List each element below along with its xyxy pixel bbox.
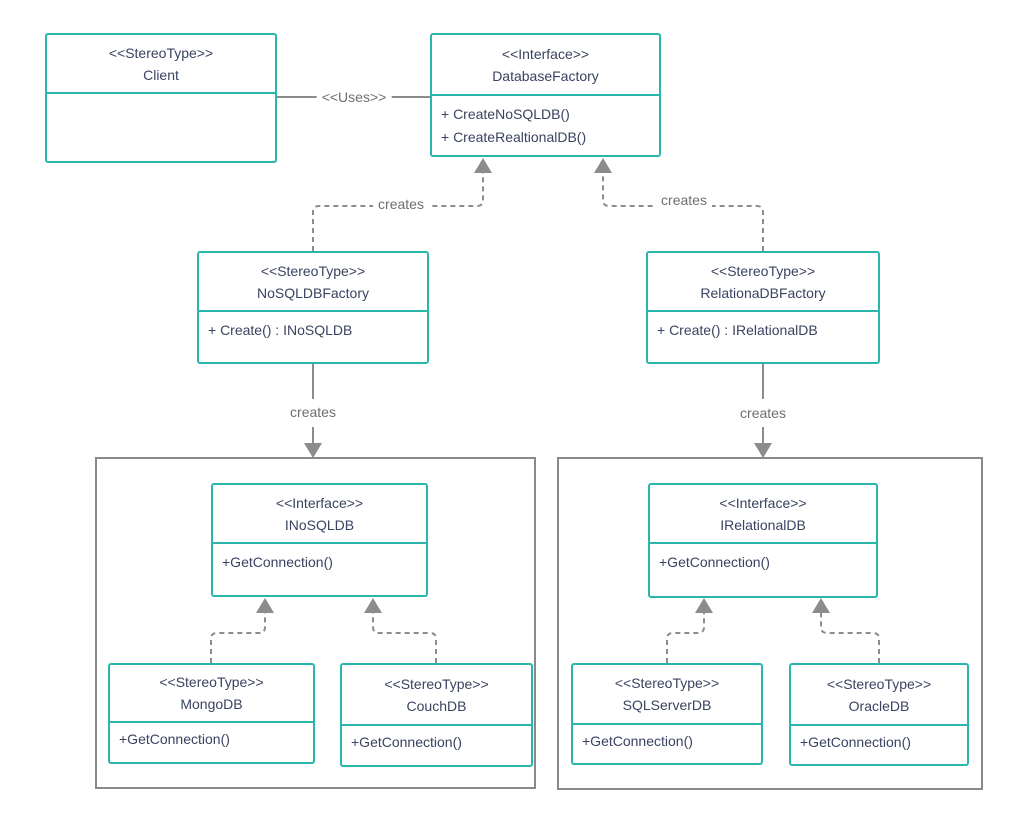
class-mongodb-title: <<StereoType>> MongoDB <box>110 665 313 723</box>
class-relationadbfactory: <<StereoType>> RelationaDBFactory + Crea… <box>646 251 880 364</box>
mongodb-stereotype: <<StereoType>> <box>159 674 264 690</box>
client-stereotype: <<StereoType>> <box>108 44 214 61</box>
class-mongodb-methods: +GetConnection() <box>110 723 313 758</box>
couchdb-name: CouchDB <box>406 697 467 714</box>
irelationaldb-stereotype: <<Interface>> <box>719 494 807 511</box>
class-irelationaldb-title: <<Interface>> IRelationalDB <box>650 485 876 544</box>
client-name: Client <box>143 66 179 83</box>
creates-label-relationalfactory-bottom: creates <box>735 405 791 421</box>
method-create-inosqldb: + Create() : INoSQLDB <box>208 322 353 338</box>
databasefactory-name: DatabaseFactory <box>492 67 599 84</box>
class-nosqldbfactory-methods: + Create() : INoSQLDB <box>199 312 427 349</box>
class-oracledb-methods: +GetConnection() <box>791 726 967 761</box>
method-mongodb-getconnection: +GetConnection() <box>119 731 230 747</box>
method-sqlserverdb-getconnection: +GetConnection() <box>582 733 693 749</box>
class-irelationaldb: <<Interface>> IRelationalDB +GetConnecti… <box>648 483 878 598</box>
class-oracledb-title: <<StereoType>> OracleDB <box>791 665 967 726</box>
relationadbfactory-name: RelationaDBFactory <box>700 284 826 301</box>
class-oracledb: <<StereoType>> OracleDB +GetConnection() <box>789 663 969 766</box>
class-couchdb-methods: +GetConnection() <box>342 726 531 761</box>
uses-label: <<Uses>> <box>316 89 392 105</box>
class-couchdb: <<StereoType>> CouchDB +GetConnection() <box>340 663 533 767</box>
class-sqlserverdb-methods: +GetConnection() <box>573 725 761 760</box>
sqlserverdb-name: SQLServerDB <box>622 697 712 713</box>
class-relationadbfactory-methods: + Create() : IRelationalDB <box>648 312 878 349</box>
method-inosqldb-getconnection: +GetConnection() <box>222 554 333 570</box>
method-oracledb-getconnection: +GetConnection() <box>800 734 911 750</box>
oracledb-stereotype: <<StereoType>> <box>826 675 932 692</box>
method-irelationaldb-getconnection: +GetConnection() <box>659 554 770 570</box>
method-couchdb-getconnection: +GetConnection() <box>351 734 462 750</box>
class-client-empty-compartment <box>47 94 275 161</box>
method-create-irelationaldb: + Create() : IRelationalDB <box>657 322 818 338</box>
irelationaldb-name: IRelationalDB <box>720 516 806 533</box>
class-nosqldbfactory-title: <<StereoType>> NoSQLDBFactory <box>199 253 427 312</box>
creates-label-nosqlfactory-bottom: creates <box>285 404 341 420</box>
class-inosqldb-methods: +GetConnection() <box>213 544 426 581</box>
nosqldbfactory-stereotype: <<StereoType>> <box>260 262 366 279</box>
class-irelationaldb-methods: +GetConnection() <box>650 544 876 581</box>
databasefactory-stereotype: <<Interface>> <box>501 45 590 62</box>
class-sqlserverdb-title: <<StereoType>> SQLServerDB <box>573 665 761 725</box>
nosqlfactory-creates-connector <box>312 173 484 251</box>
oracledb-name: OracleDB <box>848 697 910 714</box>
class-databasefactory: <<Interface>> DatabaseFactory + CreateNo… <box>430 33 661 157</box>
class-inosqldb: <<Interface>> INoSQLDB +GetConnection() <box>211 483 428 597</box>
arrowhead-up-relationalfactory <box>594 158 612 173</box>
class-nosqldbfactory: <<StereoType>> NoSQLDBFactory + Create()… <box>197 251 429 364</box>
arrowhead-down-relational-group <box>754 443 772 458</box>
creates-label-nosqlfactory-top: creates <box>373 196 429 212</box>
mongodb-name: MongoDB <box>180 696 243 712</box>
class-client-title: <<StereoType>> Client <box>47 35 275 94</box>
class-sqlserverdb: <<StereoType>> SQLServerDB +GetConnectio… <box>571 663 763 765</box>
class-databasefactory-title: <<Interface>> DatabaseFactory <box>432 35 659 96</box>
class-mongodb: <<StereoType>> MongoDB +GetConnection() <box>108 663 315 764</box>
couchdb-stereotype: <<StereoType>> <box>384 675 489 692</box>
sqlserverdb-stereotype: <<StereoType>> <box>614 675 720 691</box>
relationalfactory-creates-connector <box>602 173 764 251</box>
relationadbfactory-stereotype: <<StereoType>> <box>710 262 816 279</box>
method-create-relationaldb: + CreateRealtionalDB() <box>441 129 587 145</box>
arrowhead-up-nosqlfactory <box>474 158 492 173</box>
nosqldbfactory-name: NoSQLDBFactory <box>256 284 370 301</box>
class-databasefactory-methods: + CreateNoSQLDB() + CreateRealtionalDB() <box>432 96 659 156</box>
class-couchdb-title: <<StereoType>> CouchDB <box>342 665 531 726</box>
class-relationadbfactory-title: <<StereoType>> RelationaDBFactory <box>648 253 878 312</box>
creates-label-relationalfactory-top: creates <box>656 192 712 208</box>
class-client: <<StereoType>> Client <box>45 33 277 163</box>
arrowhead-down-nosql-group <box>304 443 322 458</box>
method-create-nosqldb: + CreateNoSQLDB() <box>441 106 570 122</box>
class-inosqldb-title: <<Interface>> INoSQLDB <box>213 485 426 544</box>
inosqldb-stereotype: <<Interface>> <box>275 494 364 511</box>
inosqldb-name: INoSQLDB <box>284 516 355 533</box>
